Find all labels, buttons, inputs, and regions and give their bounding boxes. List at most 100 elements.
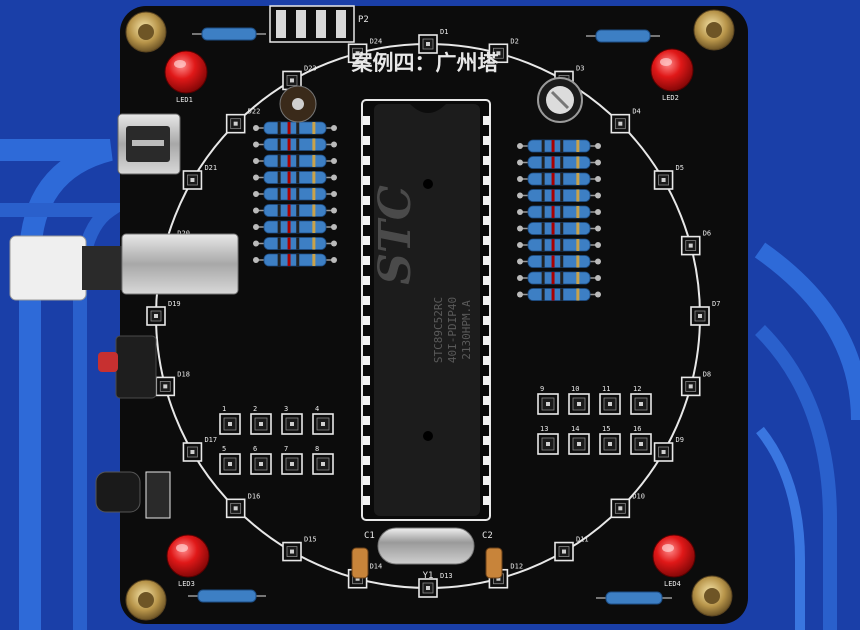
ring-led-label: D8 [703, 370, 711, 378]
ring-led-label: D12 [510, 563, 523, 571]
ring-led-pad [282, 541, 302, 562]
trim-potentiometer [279, 85, 317, 123]
mounting-screw [693, 9, 735, 51]
mounting-screw [125, 11, 167, 53]
grid-led-pad [281, 413, 303, 435]
capacitor-c2: C2 [482, 531, 503, 579]
resistor [263, 237, 327, 250]
ring-led-label: D17 [204, 436, 217, 444]
grid-led-label: 2 [253, 405, 257, 413]
ring-led-pad [653, 442, 674, 462]
ring-led-label: D1 [440, 28, 448, 36]
edge-resistor [201, 27, 257, 41]
ring-led-label: D3 [576, 64, 584, 72]
corner-led: LED4 [652, 534, 696, 588]
ring-led-pad [225, 113, 246, 134]
mounting-screws [125, 9, 735, 621]
edge-resistor [605, 591, 663, 605]
grid-led-label: 7 [284, 445, 288, 453]
grid-led-label: 1 [222, 405, 226, 413]
resistor [263, 187, 327, 201]
resistor [263, 171, 327, 184]
transistor [95, 471, 171, 519]
resistor [263, 121, 327, 135]
resistor [527, 205, 591, 219]
grid-led-label: 13 [540, 425, 548, 433]
ring-led-pad [418, 578, 438, 598]
pin-header: P2 [269, 5, 369, 43]
grid-led-label: 5 [222, 445, 226, 453]
ring-led-label: D13 [440, 572, 453, 580]
grid-led-pad [599, 433, 621, 455]
ring-led-pad [653, 170, 674, 190]
ring-led-label: D5 [676, 164, 684, 172]
ring-led-label: D10 [632, 492, 645, 500]
resistor [527, 271, 591, 285]
capacitor-c1: C1 [351, 531, 375, 579]
corner-led-label: LED2 [662, 94, 679, 102]
grid-led-pad [599, 393, 621, 415]
grid-led-pad [250, 413, 272, 435]
resistor-bank-right [517, 139, 601, 301]
mounting-screw [691, 575, 733, 617]
ring-led-label: D21 [204, 164, 217, 172]
grid-led-pad [312, 413, 334, 435]
grid-led-label: 15 [602, 425, 610, 433]
corner-led-label: LED4 [664, 580, 681, 588]
ring-led-label: D18 [177, 370, 190, 378]
ring-led-pad [680, 235, 701, 256]
corner-led: LED1 [164, 50, 208, 104]
ring-led-label: D15 [304, 536, 317, 544]
ring-led-label: D22 [248, 108, 261, 116]
resistor [263, 154, 327, 168]
grid-led-label: 9 [540, 385, 544, 393]
grid-led-pad [219, 453, 241, 475]
mounting-screw [125, 579, 167, 621]
grid-led-label: 11 [602, 385, 610, 393]
chip-marking-line: STC89C52RC [432, 297, 445, 363]
resistor [527, 288, 591, 301]
ring-led-label: D9 [676, 436, 684, 444]
chip-marking-line: 40I-PDIP40 [446, 297, 459, 363]
corner-led: LED2 [650, 48, 694, 102]
ring-led-label: D2 [510, 37, 518, 45]
ring-led-pad [690, 306, 710, 326]
ring-led-pad [680, 376, 701, 397]
ring-led-pad [418, 34, 438, 54]
edge-resistors [188, 27, 672, 605]
led-pad-grid-right: 9 10 11 12 13 14 15 16 [537, 385, 652, 455]
corner-led-label: LED1 [176, 96, 193, 104]
edge-resistor [595, 29, 651, 43]
grid-led-label: 12 [633, 385, 641, 393]
ring-led-pad [554, 541, 574, 562]
grid-led-pad [537, 433, 559, 455]
resistor [527, 255, 591, 268]
grid-led-label: 10 [571, 385, 579, 393]
grid-led-label: 16 [633, 425, 641, 433]
resistor [527, 222, 591, 235]
grid-led-pad [250, 453, 272, 475]
resistor [527, 139, 591, 153]
ring-led-pad [155, 376, 176, 397]
resistor [263, 253, 327, 267]
chip-marking-line: 2130HPM.A [460, 300, 473, 360]
ring-led-label: D6 [703, 230, 711, 238]
chip-pins [363, 116, 490, 505]
resistor [527, 238, 591, 252]
electrolytic-capacitor [537, 77, 583, 123]
ring-led-label: D4 [632, 108, 640, 116]
grid-led-pad [630, 433, 652, 455]
ring-led-pad [182, 170, 203, 190]
grid-led-label: 8 [315, 445, 319, 453]
resistor [527, 172, 591, 186]
edge-resistor [197, 589, 257, 603]
grid-led-pad [312, 453, 334, 475]
ring-led-label: D24 [370, 37, 383, 45]
crystal-label: Y1 [423, 571, 434, 581]
ring-led-pad [488, 43, 509, 64]
grid-led-label: 14 [571, 425, 579, 433]
